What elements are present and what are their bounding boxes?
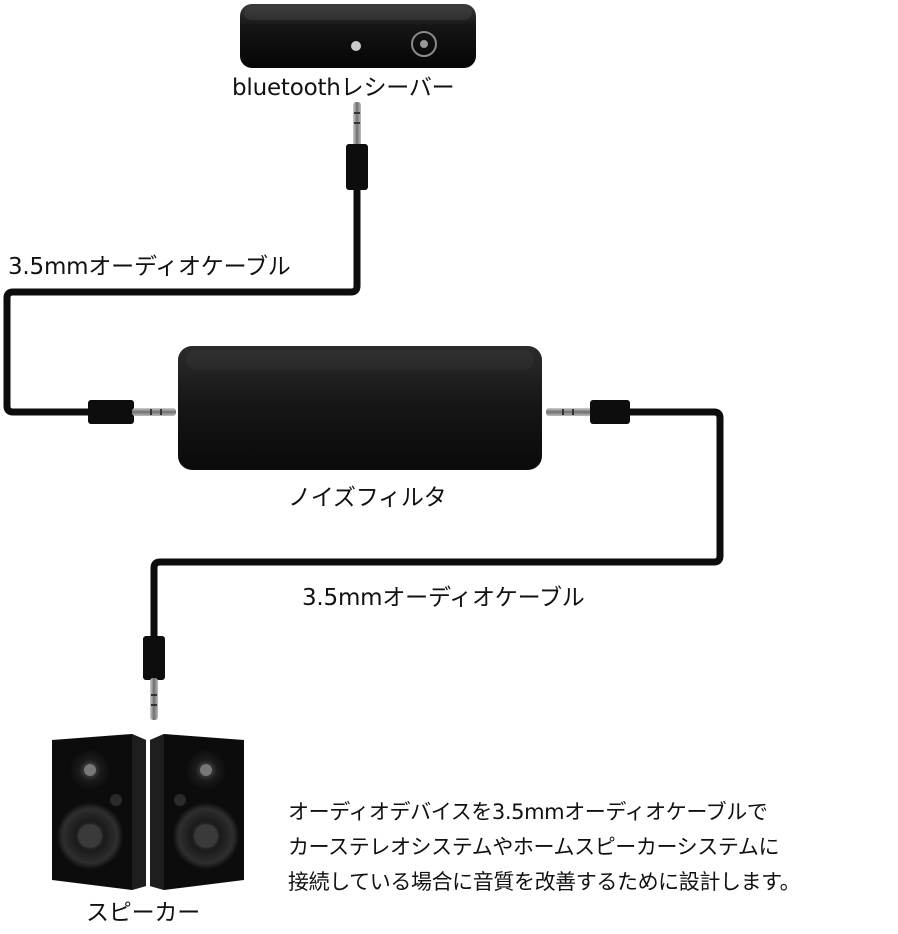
bluetooth-receiver [240, 4, 476, 68]
cable-top-label: 3.5mmオーディオケーブル [8, 254, 291, 280]
speaker-right [150, 734, 244, 890]
filter-label: ノイズフィルタ [288, 485, 447, 511]
audio-plug-bottom [143, 636, 165, 720]
noise-filter-device [178, 346, 542, 470]
receiver-dial-icon [411, 31, 437, 57]
description-line: オーディオデバイスを3.5mmオーディオケーブルで [288, 800, 768, 824]
receiver-label: bluetoothレシーバー [232, 75, 455, 101]
audio-plug-top [346, 102, 368, 190]
description-line: 接続している場合に音質を改善するために設計します。 [288, 870, 801, 894]
description-text: オーディオデバイスを3.5mmオーディオケーブルで カーステレオシステムやホーム… [288, 795, 801, 900]
description-line: カーステレオシステムやホームスピーカーシステムに [288, 835, 780, 859]
cable-bottom-label: 3.5mmオーディオケーブル [302, 585, 585, 611]
audio-plug-left [88, 400, 176, 424]
receiver-logo-icon [351, 41, 361, 51]
speaker-label: スピーカー [86, 900, 201, 926]
audio-cable-top [3, 102, 368, 424]
audio-cable-bottom [143, 400, 724, 720]
audio-plug-right [546, 400, 630, 424]
speaker-left [52, 734, 146, 890]
